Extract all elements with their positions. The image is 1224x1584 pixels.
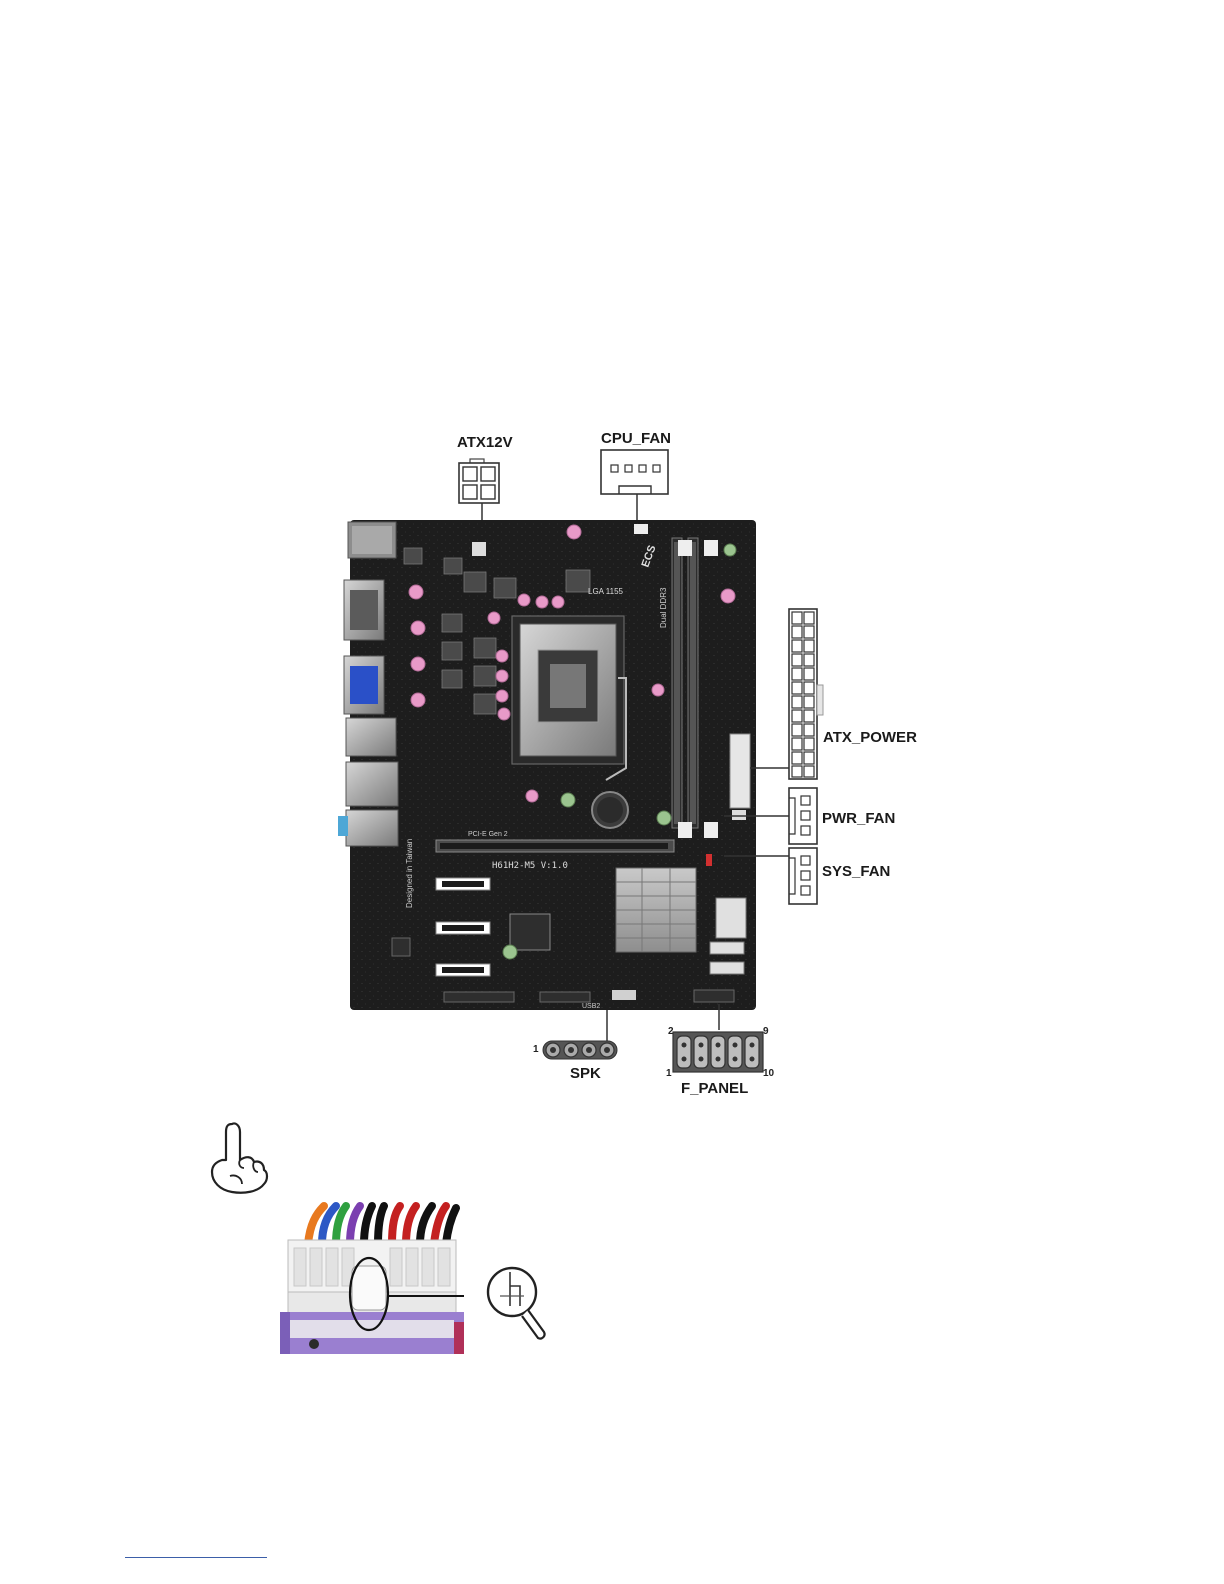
pwr-fan-connector-diagram — [789, 788, 821, 846]
sys-fan-connector-diagram — [789, 848, 821, 906]
atx-plug-photo — [280, 1204, 464, 1354]
motherboard-image: LGA 1155 ECS Dual DDR3 PCI-E Gen 2 H61H2… — [344, 518, 760, 1013]
footer-rule — [125, 1557, 267, 1558]
atx12v-label: ATX12V — [457, 434, 513, 451]
designed-text: Designed in Taiwan — [405, 839, 414, 908]
atx-power-label: ATX_POWER — [823, 729, 917, 746]
memory-text: Dual DDR3 — [659, 587, 668, 628]
f-panel-pin-1-label: 1 — [666, 1068, 672, 1079]
pwr-fan-label: PWR_FAN — [822, 810, 895, 827]
atx-power-connector-diagram — [789, 609, 825, 781]
spk-label: SPK — [570, 1065, 601, 1082]
f-panel-label: F_PANEL — [681, 1080, 748, 1097]
sys-fan-label: SYS_FAN — [822, 863, 890, 880]
magnifier-icon — [486, 1262, 552, 1344]
spk-connector-diagram — [543, 1039, 621, 1061]
cpu-fan-label: CPU_FAN — [601, 430, 671, 447]
usb-text: USB2 — [582, 1003, 600, 1010]
f-panel-connector-diagram — [673, 1032, 765, 1074]
model-text: H61H2-M5 V:1.0 — [492, 861, 568, 871]
pointing-hand-icon — [208, 1120, 270, 1196]
spk-pin-1-label: 1 — [533, 1044, 539, 1055]
socket-text: LGA 1155 — [588, 587, 624, 596]
atx12v-connector-diagram — [458, 459, 506, 507]
pcie-text: PCI-E Gen 2 — [468, 831, 508, 838]
